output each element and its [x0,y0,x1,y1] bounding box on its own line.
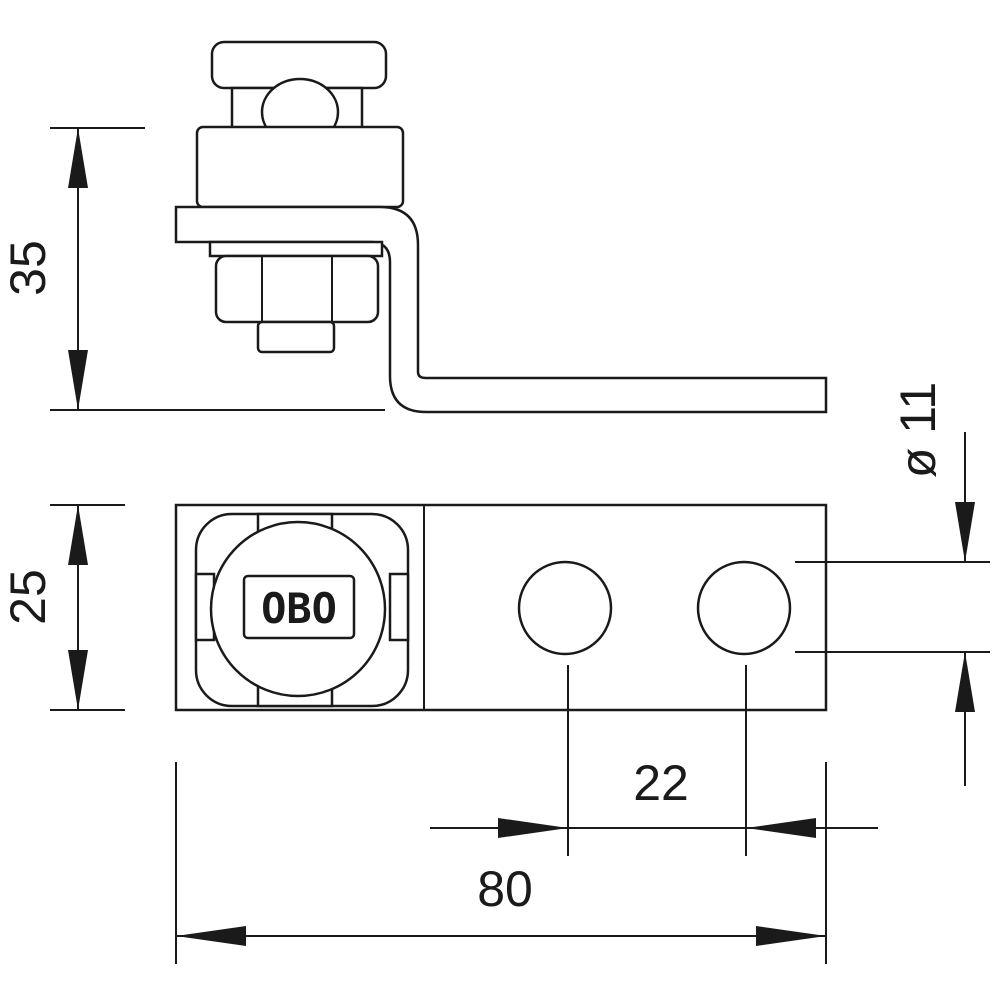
dimension-height-label: 35 [0,240,56,296]
hole-2 [696,560,792,656]
side-view [174,40,828,414]
bolt-end [256,320,336,354]
hex-nut [214,254,380,324]
dimension-width: 25 [0,504,125,711]
dimension-height: 35 [0,127,385,411]
dimension-hole-diameter: ø 11 [795,382,990,786]
logo-mark: OBO [261,584,337,633]
dimension-hole-diameter-label: ø 11 [890,382,946,478]
dimension-hole-spacing-label: 22 [633,755,689,811]
dimension-width-label: 25 [0,569,56,625]
dimension-hole-spacing: 22 [430,665,878,856]
hole-1 [517,560,613,656]
dimension-total-length-label: 80 [477,861,533,917]
top-view: OBO [174,503,828,712]
clamp-block [195,125,405,209]
bent-strip [174,205,828,414]
washer [208,240,384,258]
dimension-total-length: 80 [175,762,827,964]
